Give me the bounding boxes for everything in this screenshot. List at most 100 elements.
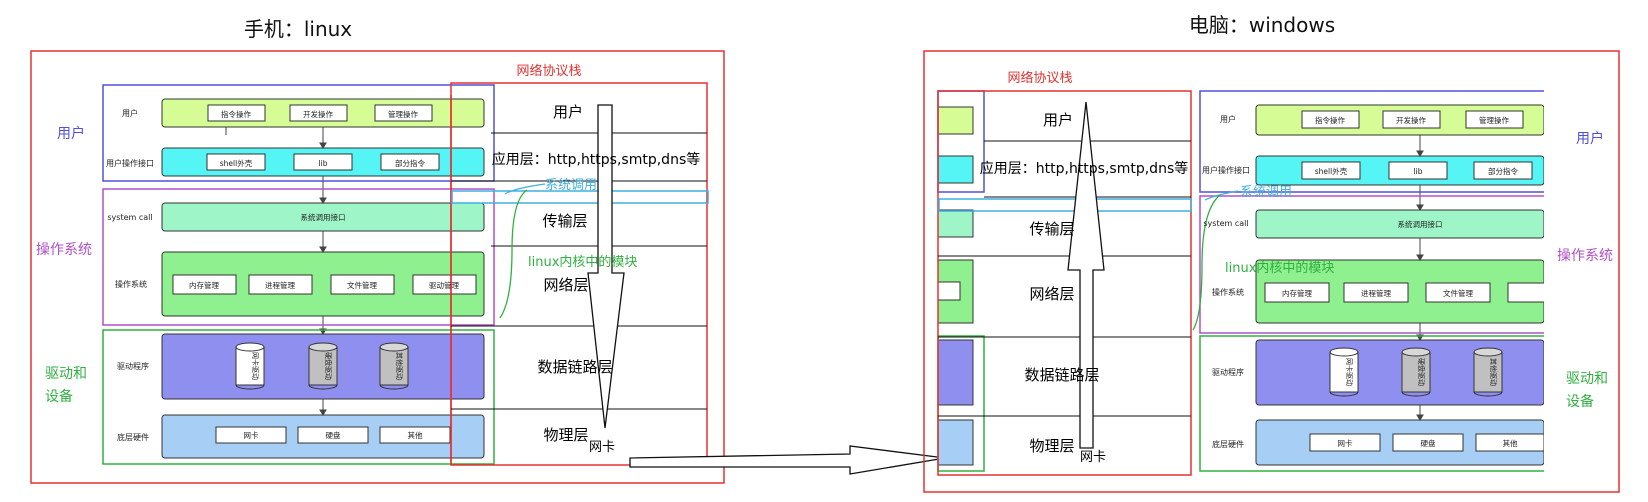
left-cyl-2-label: 硬盘驱动 [324,352,333,380]
left-layer-datalink: 数据链路层 [537,358,612,376]
right-cut-block-1 [937,106,974,135]
right-os-box-3 [1425,282,1491,303]
left-side-os: 操作系统 [36,242,92,258]
right-protocol-stack [937,90,1192,476]
left-shell-box-1 [206,153,266,171]
right-os-region [1199,195,1544,334]
left-row-label-shell: 用户操作接口 [106,158,154,168]
left-kernel-label: linux内核中的模块 [528,254,637,270]
left-user-box-3 [374,104,433,122]
left-cylinder-2 [308,342,338,390]
left-flow-arrows [225,127,327,416]
left-syscall-label: 系统调用 [545,178,597,193]
right-user-box-3 [1465,110,1524,129]
left-cyl-1-label: 网卡驱动 [251,352,260,380]
right-os-box-2-label: 进程管理 [1361,288,1391,298]
left-os-box-4-label: 驱动管理 [429,280,459,290]
right-row-label-user: 用户 [1220,114,1236,124]
left-layer-user: 用户 [553,103,583,121]
right-os-box-4 [1507,282,1549,303]
right-syscall-band [938,198,1192,212]
left-layer-physical: 物理层 [543,426,588,444]
right-side-driver-2: 设备 [1566,393,1594,410]
right-row-label-os: 操作系统 [1212,287,1244,297]
right-layer-physical: 物理层 [1029,437,1074,455]
right-side-os: 操作系统 [1557,248,1613,264]
right-driver-region [1199,335,1544,472]
right-layer-user: 用户 [1043,111,1073,129]
left-hw-box-1-label: 网卡 [244,430,259,440]
left-layer-network: 网络层 [543,276,588,294]
left-shell-box-2 [293,153,353,171]
left-os-box-2-label: 进程管理 [265,280,295,290]
right-user-box-2 [1382,110,1441,129]
right-hw-box-2 [1392,433,1464,452]
left-hw-box-2-label: 硬盘 [326,430,341,440]
left-panel [30,50,725,484]
right-shell-box-2-label: lib [1414,167,1423,176]
right-kernel-label: linux内核中的模块 [1225,260,1334,276]
left-hw-box-3-label: 其他 [408,430,423,440]
right-user-box-2-label: 开发操作 [1396,115,1426,125]
left-user-box-2 [289,104,348,122]
right-title: 电脑：windows [1189,13,1335,37]
left-syscall-hook [504,183,546,195]
right-row-label-driver: 驱动程序 [1212,367,1244,377]
right-side-user: 用户 [1576,130,1604,147]
right-layer-app: 应用层：http,https,smtp,dns等 [980,160,1188,177]
left-hw-box-3 [379,426,451,444]
left-cylinder-1 [235,342,265,390]
right-os-box-1 [1264,282,1330,303]
left-side-driver-2: 设备 [45,388,73,405]
right-os-box-1-label: 内存管理 [1282,288,1312,298]
right-layer-transport: 传输层 [1029,220,1074,238]
left-layer-transport: 传输层 [542,212,587,230]
right-side-driver-1: 驱动和 [1566,371,1608,387]
right-cut-block-2 [937,155,974,184]
right-hw-box-2-label: 硬盘 [1421,438,1437,448]
right-os-box-2 [1343,282,1409,303]
right-cut-block-4-inner [937,281,961,301]
left-syscall-box-label: 系统调用接口 [301,212,346,222]
right-syscall-box-label: 系统调用接口 [1398,219,1443,229]
right-outer-frame [923,50,1620,493]
left-user-box-1-label: 指令操作 [221,109,251,119]
left-os-box-1 [172,274,237,295]
left-shell-box-3 [380,153,440,171]
left-os-box-2 [248,274,313,295]
right-cylinder-2 [1401,347,1431,397]
right-row-label-syscall: system call [1203,219,1248,228]
right-user-box-1 [1301,110,1360,129]
right-panel [923,50,1620,493]
right-shell-box-3-label: 部分指令 [1488,166,1518,176]
left-driver-region [102,329,495,465]
right-shell-box-2 [1388,161,1448,180]
right-user-box-1-label: 指令操作 [1315,115,1345,125]
right-row-label-shell: 用户操作接口 [1202,165,1250,175]
left-row-label-driver: 驱动程序 [117,361,149,371]
left-os-box-4 [412,274,477,295]
left-title: 手机：linux [244,17,352,41]
left-os-box-3 [330,274,395,295]
right-row-label-hw: 底层硬件 [1212,439,1244,449]
right-layer-datalink: 数据链路层 [1024,366,1099,384]
right-up-arrow [1067,101,1105,449]
right-syscall-hook [1204,190,1239,201]
left-cyl-3-label: 其他驱动 [395,352,404,380]
right-cyl-1-label: 网卡驱动 [1345,358,1354,386]
right-syscall-label: 系统调用 [1240,185,1292,200]
left-side-driver-1: 驱动和 [45,366,87,382]
left-row-label-syscall: system call [107,213,152,222]
left-syscall-band [451,190,709,204]
left-user-box-2-label: 开发操作 [303,109,333,119]
left-outer-frame [30,50,725,484]
left-shell-box-3-label: 部分指令 [395,158,425,168]
left-hw-box-2 [297,426,369,444]
nic-link-arrow [629,445,946,475]
left-os-region [102,188,495,326]
right-cylinder-1 [1329,347,1359,397]
left-user-box-1 [207,104,266,122]
right-hw-box-1 [1309,433,1381,452]
right-os-box-3-label: 文件管理 [1443,288,1473,298]
